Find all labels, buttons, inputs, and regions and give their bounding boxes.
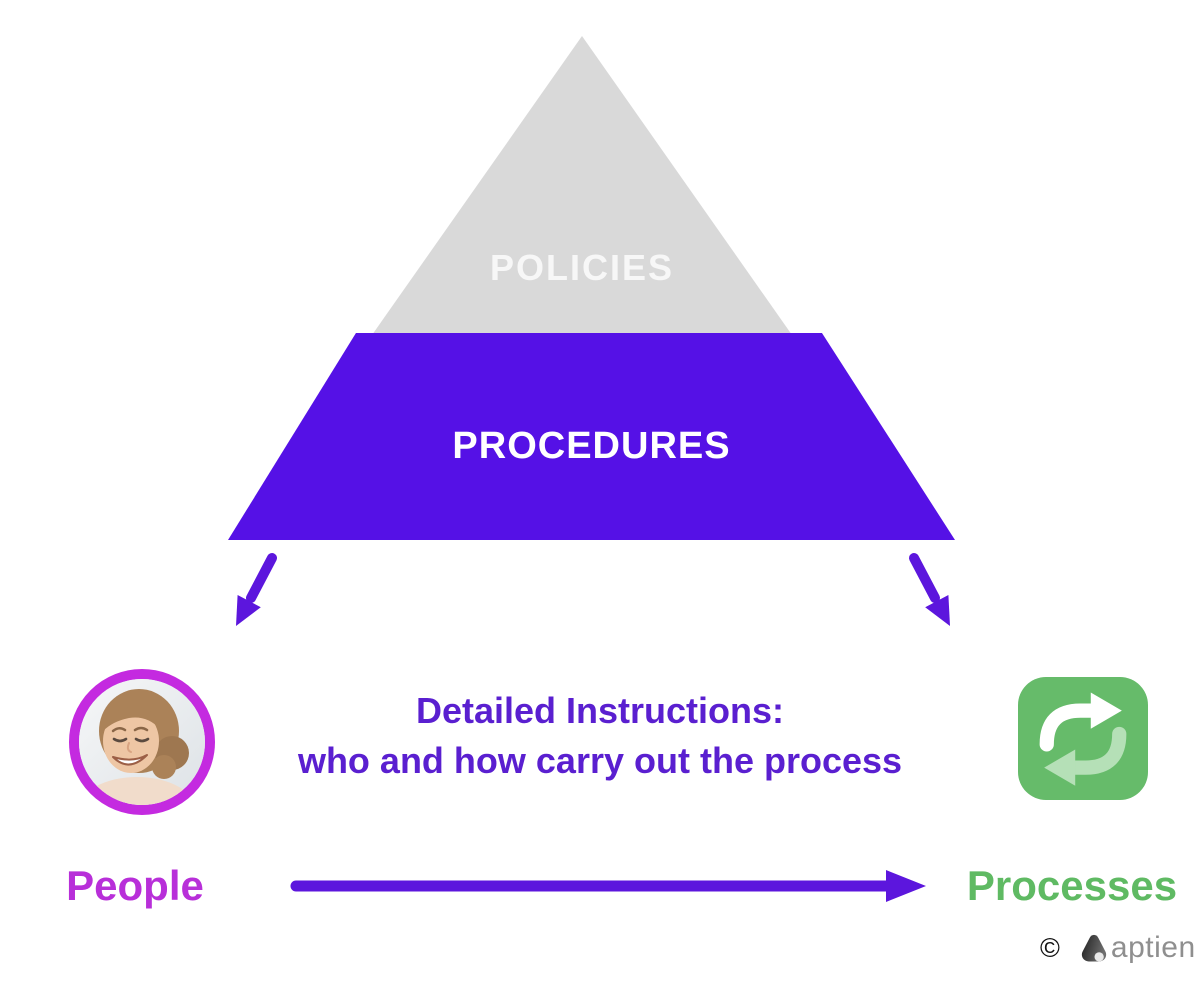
copyright-symbol: © <box>1040 932 1060 963</box>
sync-arrows-icon <box>1039 692 1127 786</box>
avatar <box>69 669 215 815</box>
procedures-pyramid-level: PROCEDURES <box>228 333 955 540</box>
aptien-logo-icon <box>1081 934 1107 962</box>
instructions-line1: Detailed Instructions: <box>415 690 785 731</box>
arrow-right-icon <box>290 870 926 902</box>
policies-pyramid-level: POLICIES <box>372 36 792 335</box>
people-label: People <box>66 862 204 909</box>
policies-label: POLICIES <box>489 247 675 288</box>
arrow-down-right-icon <box>909 553 950 626</box>
arrow-down-left-icon <box>236 553 277 626</box>
instructions-text: Detailed Instructions: who and how carry… <box>0 686 1200 786</box>
brand-name: aptien <box>1110 931 1196 964</box>
procedures-label: PROCEDURES <box>452 425 731 467</box>
process-icon <box>1018 677 1148 800</box>
instructions-line2: who and how carry out the process <box>297 740 903 781</box>
footer-brand: © aptien <box>1040 926 1200 970</box>
person-photo-icon <box>79 679 205 805</box>
processes-label: Processes <box>966 862 1178 909</box>
